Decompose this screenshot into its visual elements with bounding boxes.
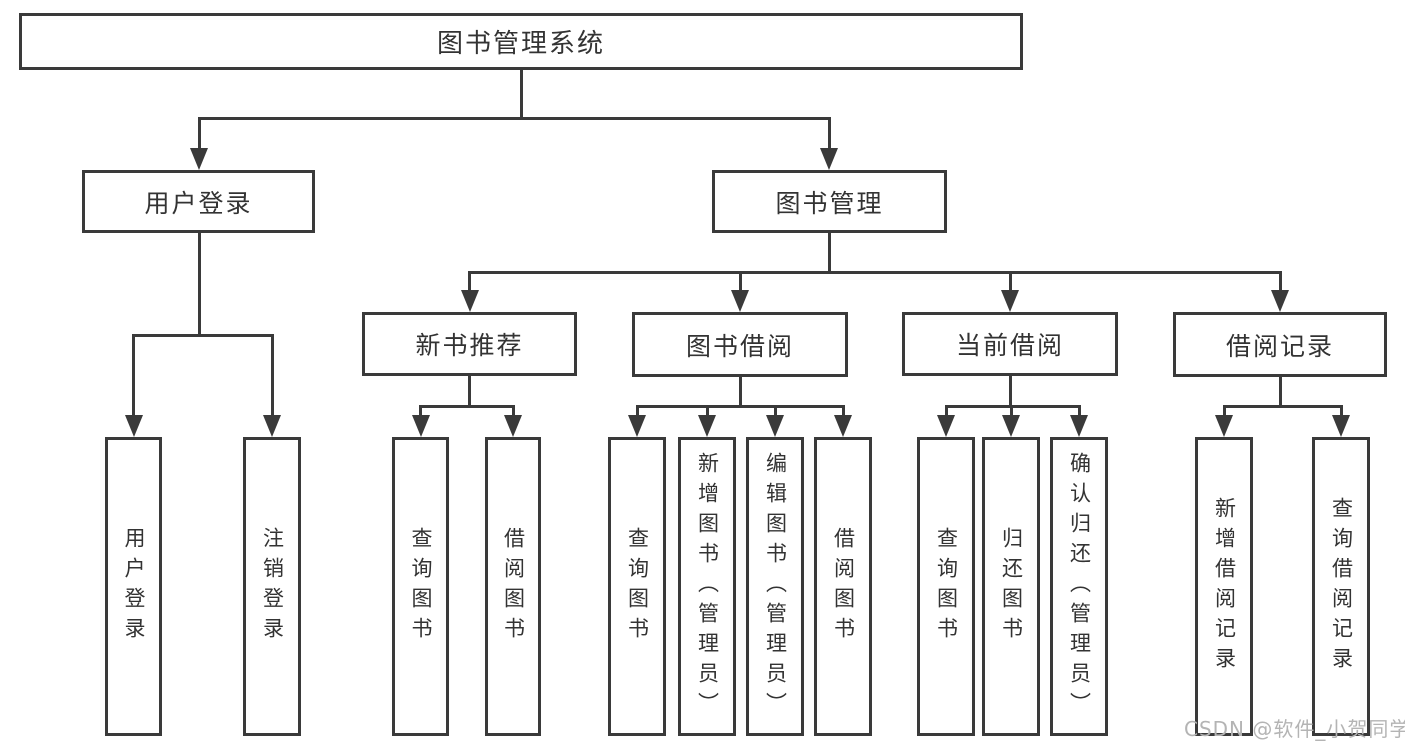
arrow-down-icon	[460, 290, 479, 312]
connector-split	[1222, 404, 1343, 408]
connector-to-leaf	[1077, 405, 1081, 417]
connector-to-leaf	[511, 405, 515, 417]
connector-to-leaf	[841, 405, 845, 417]
connector-stem	[1008, 374, 1012, 406]
leaf-query-borrow-record: 查询借阅记录	[1312, 437, 1370, 736]
node-book-borrow: 图书借阅	[632, 312, 848, 377]
arrow-down-icon	[820, 148, 838, 170]
connector-to-leaf	[944, 405, 948, 417]
connector-split	[635, 404, 845, 408]
connector-to-leaf	[773, 405, 777, 417]
leaf-borrow-books: 借阅图书	[814, 437, 872, 736]
arrow-down-icon	[263, 415, 281, 437]
connector-stem	[738, 374, 742, 406]
connector-user-login-split	[132, 333, 274, 337]
connector-stem	[468, 374, 471, 406]
leaf-user-login: 用户登录	[105, 437, 162, 736]
connector-to-node	[738, 271, 742, 292]
connector-to-book-management	[827, 117, 831, 150]
connector-to-leaf	[270, 334, 274, 416]
connector-root-split	[197, 116, 831, 120]
connector-to-leaf	[635, 405, 639, 417]
connector-root-stem	[519, 67, 523, 118]
connector-book-management-stem	[827, 231, 831, 272]
arrow-down-icon	[937, 415, 955, 437]
arrow-down-icon	[731, 290, 749, 312]
arrow-down-icon	[698, 415, 716, 437]
connector-to-node	[1008, 271, 1012, 292]
node-book-management: 图书管理	[712, 170, 947, 233]
node-borrow-records: 借阅记录	[1173, 312, 1387, 377]
arrow-down-icon	[124, 415, 143, 437]
connector-book-management-split	[468, 270, 1282, 274]
node-user-login: 用户登录	[82, 170, 315, 233]
connector-split	[419, 404, 515, 408]
connector-split	[944, 404, 1081, 408]
leaf-add-borrow-record: 新增借阅记录	[1195, 437, 1253, 736]
arrow-down-icon	[628, 415, 646, 437]
leaf-query-books: 查询图书	[392, 437, 449, 736]
connector-to-node	[1278, 271, 1282, 292]
arrow-down-icon	[1215, 415, 1233, 437]
connector-to-leaf	[419, 405, 422, 417]
leaf-query-books: 查询图书	[917, 437, 975, 736]
connector-stem	[1278, 375, 1282, 406]
connector-user-login-stem	[197, 231, 201, 336]
node-root: 图书管理系统	[19, 13, 1023, 70]
connector-to-leaf	[705, 405, 709, 417]
node-current-borrow: 当前借阅	[902, 312, 1118, 376]
leaf-confirm-return-admin: 确认归还（管理员）	[1050, 437, 1108, 736]
leaf-logout: 注销登录	[243, 437, 301, 736]
arrow-down-icon	[190, 148, 208, 170]
arrow-down-icon	[1070, 415, 1088, 437]
arrow-down-icon	[766, 415, 784, 437]
connector-to-node	[468, 271, 471, 292]
connector-to-leaf	[1339, 405, 1343, 417]
leaf-query-books: 查询图书	[608, 437, 666, 736]
arrow-down-icon	[411, 415, 430, 437]
node-new-book-recommend: 新书推荐	[362, 312, 577, 376]
leaf-add-book-admin: 新增图书（管理员）	[678, 437, 736, 736]
connector-to-leaf	[1009, 405, 1013, 417]
watermark: CSDN @软件_小贺同学	[1184, 717, 1405, 741]
arrow-down-icon	[1332, 415, 1350, 437]
arrow-down-icon	[504, 415, 522, 437]
leaf-edit-book-admin: 编辑图书（管理员）	[746, 437, 804, 736]
arrow-down-icon	[834, 415, 852, 437]
arrow-down-icon	[1271, 290, 1289, 312]
connector-to-leaf	[1222, 405, 1226, 417]
arrow-down-icon	[1001, 290, 1019, 312]
connector-to-leaf	[132, 334, 135, 416]
leaf-borrow-books: 借阅图书	[485, 437, 541, 736]
connector-to-user-login	[197, 117, 201, 150]
leaf-return-book: 归还图书	[982, 437, 1040, 736]
arrow-down-icon	[1002, 415, 1020, 437]
